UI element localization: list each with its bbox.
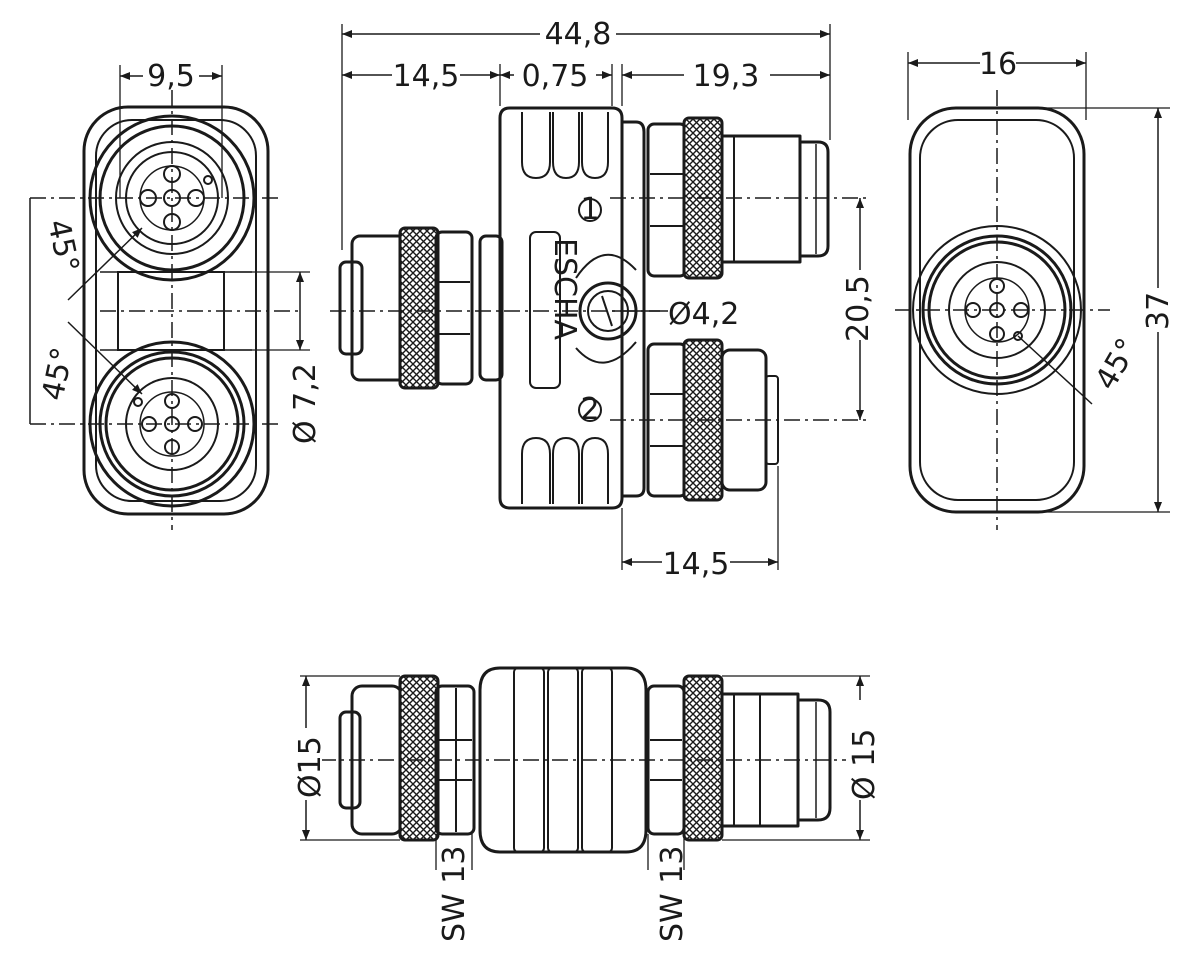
- port-1-marker: 1: [580, 192, 599, 227]
- dim-overall-length: 44,8: [545, 17, 612, 52]
- port-2-marker: 2: [580, 392, 599, 427]
- front-left-connector: [338, 226, 504, 390]
- dim-wrench-right: SW 13: [655, 846, 690, 942]
- dim-wrench-left: SW 13: [437, 846, 472, 942]
- dim-bottom-right-diameter: Ø 15: [847, 729, 882, 800]
- dim-center-diameter: Ø 7,2: [288, 363, 323, 444]
- left-end-view: 9,5 45° 45° Ø 7,2: [29, 58, 323, 530]
- dim-right-height: 37: [1141, 292, 1176, 330]
- dim-male-length: 14,5: [393, 59, 460, 94]
- front-logo: ESCHA: [547, 238, 582, 341]
- dim-bottom-female-length: 14,5: [663, 547, 730, 582]
- dim-left-angle-upper: 45°: [40, 216, 85, 275]
- bottom-side-view: Ø15 Ø 15 SW 13 SW 13: [292, 666, 882, 942]
- dim-left-angle-lower: 45°: [36, 344, 81, 403]
- front-main-body: ESCHA 1 2: [498, 106, 646, 510]
- dim-right-width: 16: [979, 47, 1017, 82]
- dim-gap: 0,75: [522, 59, 589, 94]
- dim-pitch: 20,5: [841, 275, 876, 342]
- dim-bottom-left-diameter: Ø15: [293, 736, 328, 798]
- dim-female-length: 19,3: [693, 59, 760, 94]
- right-end-view: 16 37 45°: [895, 46, 1176, 530]
- front-view: ESCHA 1 2: [330, 16, 876, 582]
- dim-top-width-left: 9,5: [147, 59, 195, 94]
- dim-hole-diameter: Ø4,2: [668, 297, 739, 332]
- dim-right-angle: 45°: [1089, 332, 1146, 396]
